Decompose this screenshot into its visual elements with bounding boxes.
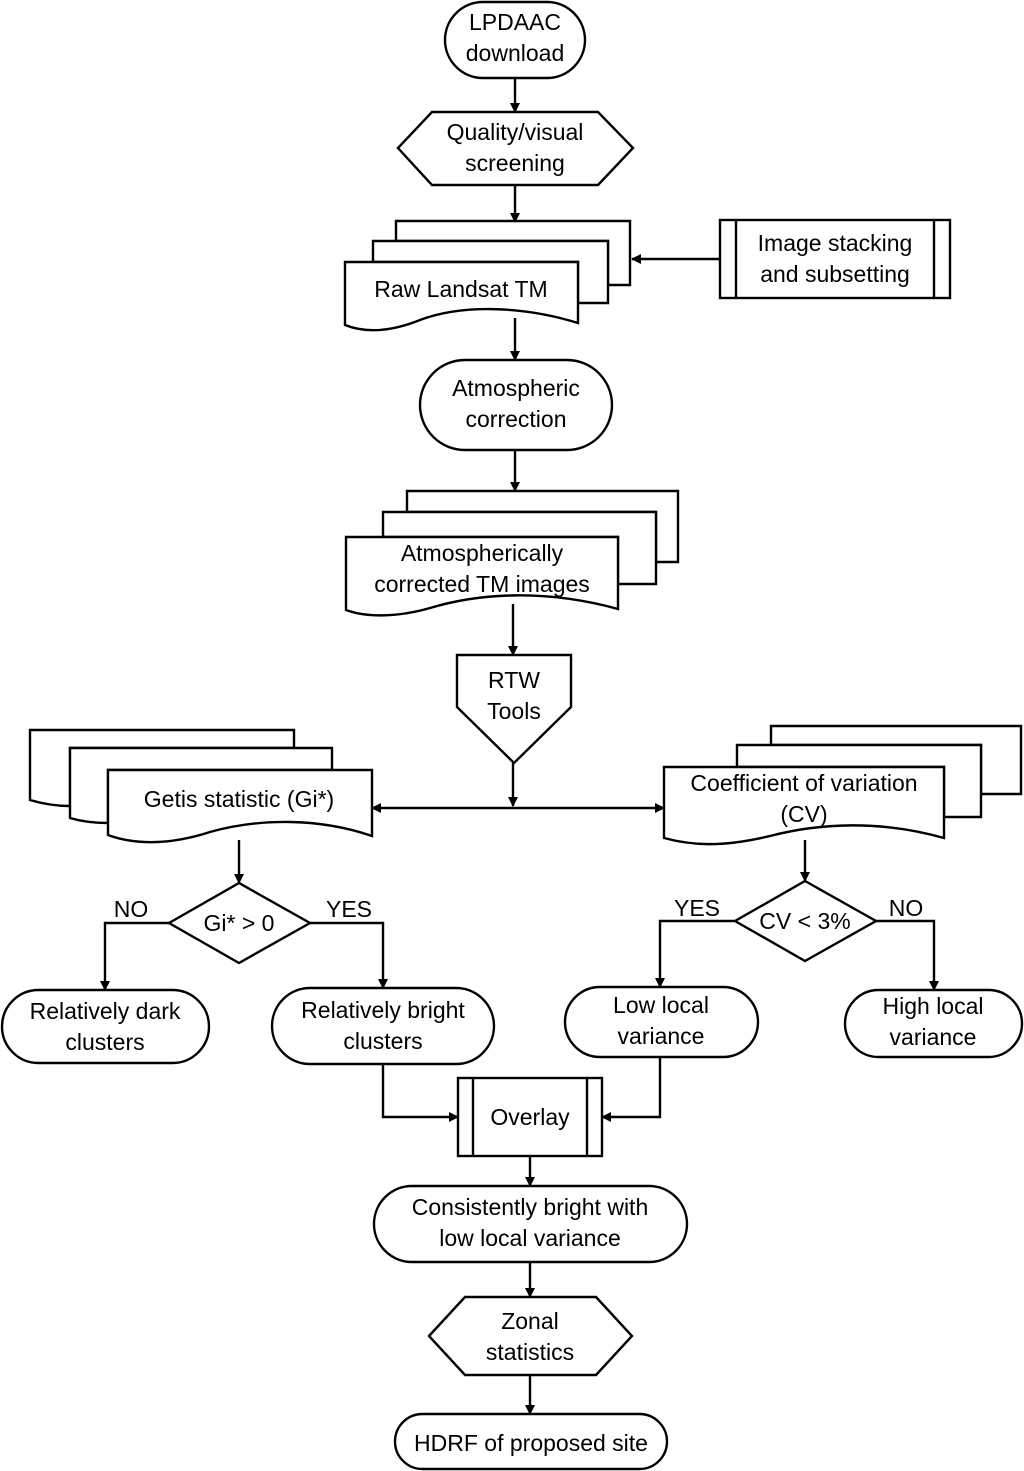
node-label-line-1: High local (883, 993, 984, 1019)
terminator-shape (0, 988, 211, 1065)
terminator-shape (418, 358, 614, 452)
atmospheric-correction-node: Atmospheric correction (418, 358, 614, 452)
rtw-tools-node: RTW Tools (455, 653, 573, 765)
raw-landsat-node: Raw Landsat TM (343, 219, 632, 332)
node-label-line-1: Relatively dark (30, 998, 181, 1024)
lpdaac-download-node: LPDAAC download (443, 0, 587, 80)
preparation-shape (396, 110, 635, 187)
terminator-shape (393, 1412, 669, 1471)
node-label-line-1: Coefficient of variation (690, 770, 917, 796)
dark-clusters-node: Relatively dark clusters (0, 988, 211, 1065)
zonal-statistics-node: Zonal statistics (427, 1295, 634, 1377)
node-label-line-1: Atmospherically (401, 540, 564, 566)
connectors (100, 78, 939, 1415)
node-label: CV < 3% (759, 908, 850, 934)
edge-label-cv-yes: YES (674, 895, 720, 921)
node-label: Getis statistic (Gi*) (144, 786, 334, 812)
document-front-sheet (344, 535, 620, 617)
terminator-shape (443, 0, 587, 80)
arrow-cv-no-to-high (876, 919, 939, 991)
node-label: Gi* > 0 (204, 910, 275, 936)
hdrf-site-node: HDRF of proposed site (393, 1412, 669, 1471)
atmospherically-corrected-node: Atmospherically corrected TM images (344, 489, 680, 617)
node-label-line-2: variance (890, 1024, 977, 1050)
offpage-connector-shape (455, 653, 573, 765)
getis-statistic-node: Getis statistic (Gi*) (28, 728, 374, 844)
node-label-line-2: corrected TM images (374, 571, 590, 597)
node-label-line-1: Low local (613, 992, 709, 1018)
terminator-shape (843, 988, 1024, 1059)
node-label-line-1: Quality/visual (447, 119, 584, 145)
node-label: Raw Landsat TM (374, 276, 547, 302)
decision-shape (732, 879, 879, 963)
low-variance-node: Low local variance (563, 985, 760, 1059)
node-label-line-2: screening (465, 150, 565, 176)
consistently-bright-node: Consistently bright with low local varia… (372, 1184, 689, 1264)
arrow-low-to-overlay (601, 1057, 662, 1122)
terminator-shape (270, 986, 496, 1066)
node-label-line-2: low local variance (439, 1225, 621, 1251)
node-label-line-1: LPDAAC (469, 9, 561, 35)
arrow-bright-to-overlay (381, 1064, 459, 1122)
arrow-cv-yes-to-low (655, 919, 735, 988)
quality-screening-node: Quality/visual screening (396, 110, 635, 187)
document-front-sheet (662, 765, 946, 846)
node-label-line-2: correction (466, 406, 567, 432)
node-label: HDRF of proposed site (414, 1430, 648, 1456)
node-label-line-1: Image stacking (758, 230, 913, 256)
arrow-gi-yes-to-bright (310, 921, 388, 989)
edge-label-gi-no: NO (114, 896, 149, 922)
terminator-shape (563, 985, 760, 1059)
decision-shape (166, 881, 313, 965)
edge-label-gi-yes: YES (326, 896, 372, 922)
node-label-line-2: (CV) (780, 801, 827, 827)
image-stacking-node: Image stacking and subsetting (718, 218, 952, 300)
node-label-line-2: variance (618, 1023, 705, 1049)
node-label-line-1: Consistently bright with (412, 1194, 649, 1220)
predefined-process-shape (456, 1076, 604, 1158)
overlay-node: Overlay (456, 1076, 604, 1158)
document-front-sheet (343, 260, 580, 332)
coefficient-variation-node: Coefficient of variation (CV) (662, 724, 1023, 846)
node-label-line-2: statistics (486, 1339, 574, 1365)
edge-label-cv-no: NO (889, 895, 924, 921)
node-label-line-1: Zonal (501, 1308, 559, 1334)
node-label-line-1: Relatively bright (301, 997, 465, 1023)
node-label-line-2: Tools (487, 698, 541, 724)
node-label-line-2: and subsetting (760, 261, 910, 287)
node-label-line-1: Atmospheric (452, 375, 580, 401)
terminator-shape (372, 1184, 689, 1264)
bright-clusters-node: Relatively bright clusters (270, 986, 496, 1066)
preparation-shape (427, 1295, 634, 1377)
node-label-line-2: clusters (65, 1029, 144, 1055)
node-label: Overlay (490, 1104, 570, 1130)
high-variance-node: High local variance (843, 988, 1024, 1059)
document-front-sheet (106, 768, 374, 844)
node-label-line-2: download (466, 40, 564, 66)
cv-decision-node: CV < 3% (732, 879, 879, 963)
predefined-process-shape (718, 218, 952, 300)
node-label-line-1: RTW (488, 667, 540, 693)
node-label-line-2: clusters (343, 1028, 422, 1054)
gi-decision-node: Gi* > 0 (166, 881, 313, 965)
arrow-gi-no-to-dark (100, 921, 169, 991)
